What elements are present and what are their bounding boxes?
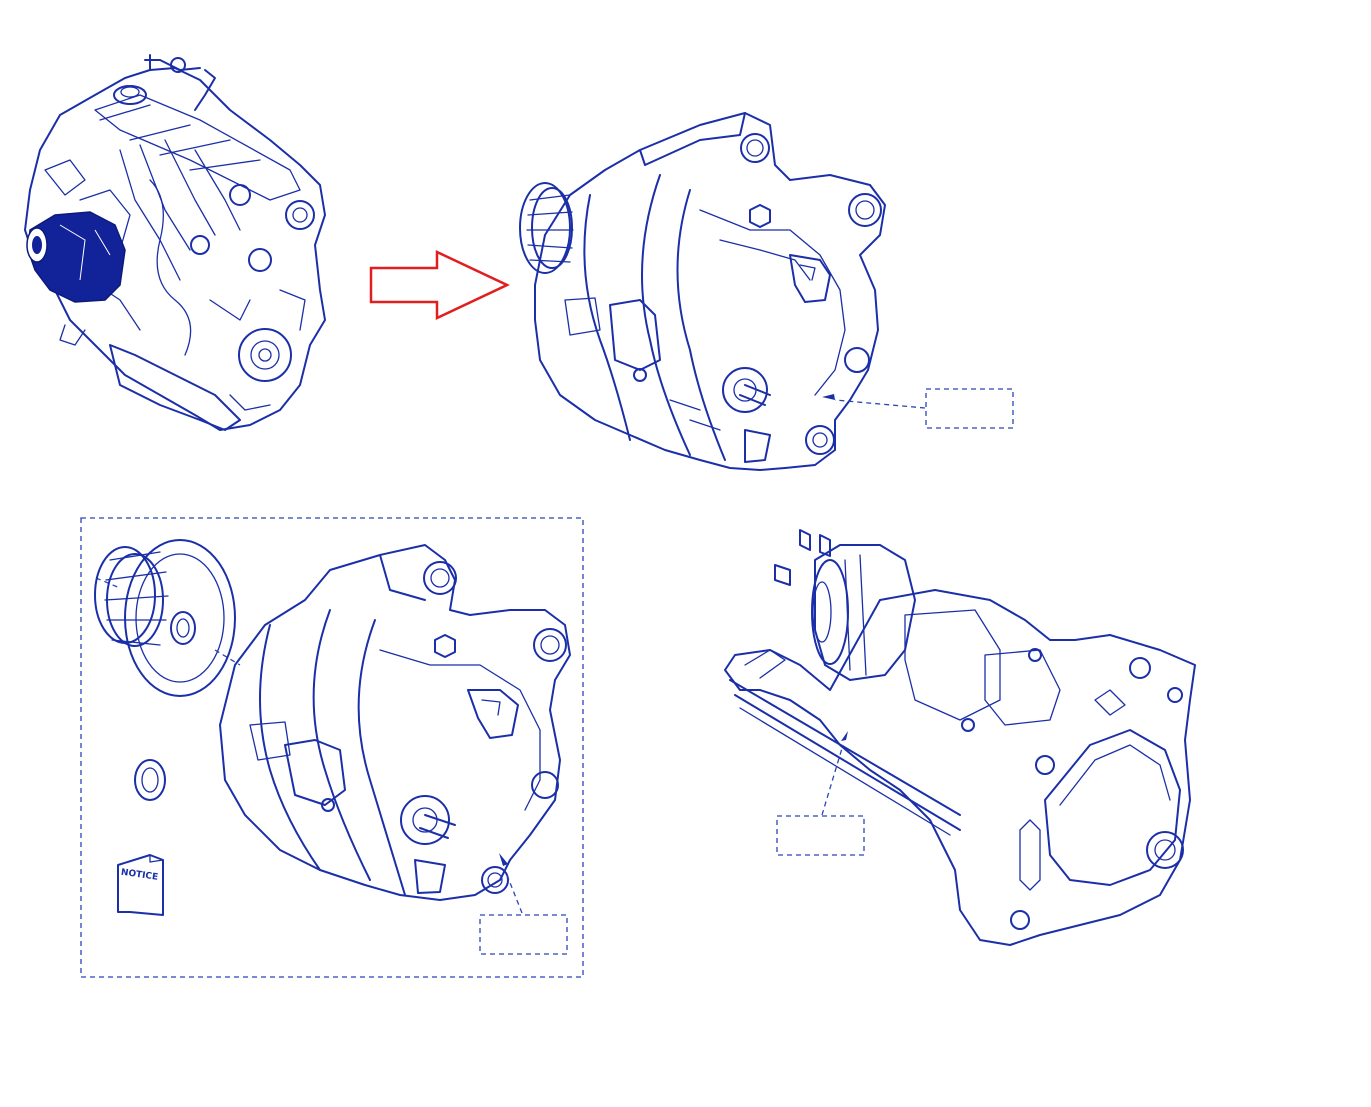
alternator-icon[interactable] [519, 112, 886, 471]
reference-box-starter-motor[interactable] [776, 815, 865, 856]
svg-text:NOTICE: NOTICE [120, 868, 158, 883]
alternator-kit-icon[interactable] [219, 544, 571, 901]
leader-line-alternator-kit [499, 853, 523, 914]
leader-line-starter-motor [821, 731, 848, 816]
starter-motor-icon[interactable] [724, 529, 1196, 946]
pulley-icon[interactable] [94, 539, 241, 697]
reference-box-alternator-top[interactable] [925, 388, 1014, 429]
booklet-icon[interactable]: NOTICE [117, 854, 164, 916]
arrow-right-icon [369, 250, 510, 320]
leader-line-alternator-top [822, 394, 926, 409]
seal-ring-icon[interactable] [134, 759, 166, 801]
kit-frame [80, 517, 584, 978]
engine-icon[interactable] [24, 54, 326, 431]
reference-box-alternator-kit[interactable] [479, 914, 568, 955]
